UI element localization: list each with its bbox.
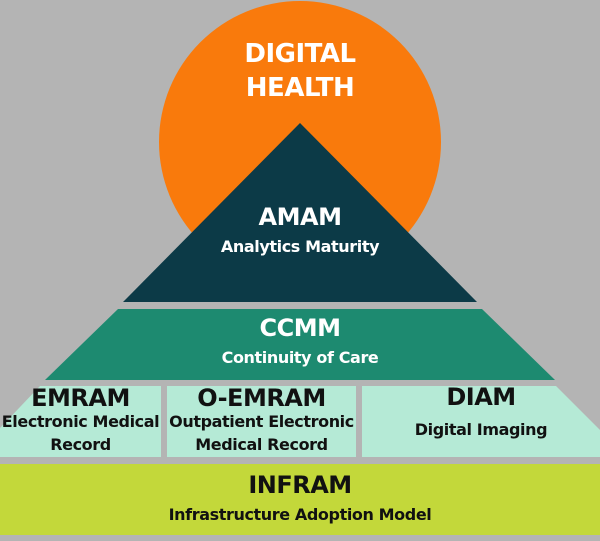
digital-health-label: DIGITAL HEALTH	[150, 38, 450, 106]
digital-health-line1: DIGITAL	[244, 39, 356, 69]
emram-subtitle-line2: Record	[50, 435, 111, 454]
emram-subtitle-line1: Electronic Medical	[1, 412, 160, 431]
infram-subtitle: Infrastructure Adoption Model	[168, 505, 432, 524]
ccmm-trapezoid	[45, 309, 555, 380]
amam-triangle	[123, 123, 477, 302]
oemram-title: O-EMRAM	[197, 384, 326, 412]
infram-title: INFRAM	[248, 471, 352, 499]
ccmm-subtitle: Continuity of Care	[221, 348, 379, 367]
diam-block	[362, 386, 600, 457]
diam-title: DIAM	[446, 383, 516, 411]
emram-title: EMRAM	[31, 384, 130, 412]
infram-bar	[0, 464, 600, 535]
digital-health-line2: HEALTH	[245, 72, 355, 103]
diam-subtitle: Digital Imaging	[414, 420, 548, 439]
ccmm-title: CCMM	[259, 314, 342, 342]
oemram-subtitle-line2: Medical Record	[195, 435, 328, 454]
amam-title: AMAM	[258, 203, 342, 231]
oemram-block	[167, 386, 356, 457]
emram-block	[0, 386, 161, 457]
amam-subtitle: Analytics Maturity	[220, 237, 380, 256]
oemram-subtitle-line1: Outpatient Electronic	[169, 412, 354, 431]
